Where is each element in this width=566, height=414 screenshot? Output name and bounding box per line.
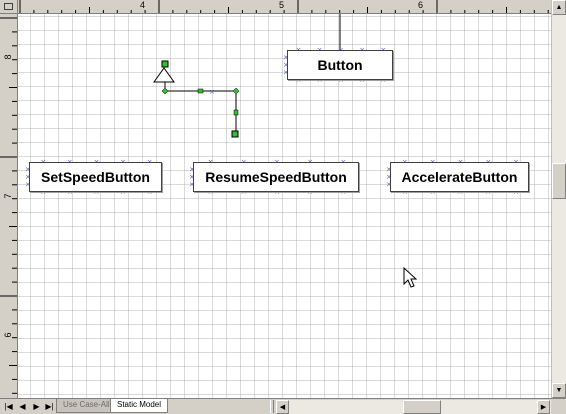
ruler-label-4: 4: [140, 0, 146, 10]
connection-point-icon: ×: [94, 188, 100, 196]
connection-point-icon: ×: [386, 166, 392, 174]
connection-point-icon: ×: [209, 88, 215, 96]
last-page-icon[interactable]: ▶|: [45, 402, 54, 411]
first-page-icon[interactable]: |◀: [4, 402, 13, 411]
connection-point-icon: ×: [307, 188, 313, 196]
vertex-handle[interactable]: [161, 87, 169, 95]
midpoint-handle[interactable]: [197, 88, 204, 94]
horizontal-ruler-ticks: [19, 0, 549, 13]
connection-point-icon: ×: [189, 181, 195, 189]
scroll-left-button[interactable]: ◀: [276, 400, 289, 414]
next-page-icon[interactable]: ▶: [33, 402, 40, 411]
class-name: Button: [317, 57, 363, 73]
class-set-speed-button[interactable]: SetSpeedButton: [29, 162, 162, 192]
connection-point-icon: ×: [513, 188, 519, 196]
connection-point-icon: ×: [25, 181, 31, 189]
tab-use-case-all[interactable]: Use Case-All: [56, 399, 117, 413]
class-name: SetSpeedButton: [41, 169, 150, 185]
arrow-down-icon: ▼: [555, 387, 563, 394]
ruler-label-8: 8: [3, 54, 13, 60]
connection-point-icon: ×: [274, 188, 280, 196]
vertical-ruler-ticks: [0, 17, 17, 394]
vertical-scroll-thumb[interactable]: [552, 163, 566, 199]
connector-start-handle[interactable]: [231, 130, 239, 138]
connection-point-icon: ×: [386, 181, 392, 189]
tab-label: Use Case-All: [63, 400, 110, 409]
vertical-scrollbar[interactable]: ▲ ▼: [551, 0, 566, 398]
connection-point-icon: ×: [189, 173, 195, 181]
midpoint-handle[interactable]: [233, 109, 239, 116]
ruler-label-6: 6: [418, 0, 424, 10]
tab-label: Static Model: [117, 400, 162, 409]
arrow-up-icon: ▲: [555, 4, 563, 11]
connection-point-icon: ×: [296, 76, 302, 84]
connection-point-icon: ×: [147, 188, 153, 196]
connection-point-icon: ×: [317, 76, 323, 84]
scroll-right-button[interactable]: ▶: [537, 400, 550, 414]
ruler-label-5: 5: [279, 0, 285, 10]
connection-point-icon: ×: [25, 173, 31, 181]
connection-point-icon: ×: [120, 188, 126, 196]
horizontal-scrollbar[interactable]: ◀ ▶: [276, 400, 551, 414]
connection-point-icon: ×: [340, 188, 346, 196]
scroll-down-button[interactable]: ▼: [552, 383, 566, 398]
class-resume-speed-button[interactable]: ResumeSpeedButton: [193, 162, 359, 192]
connection-point-icon: ×: [40, 188, 46, 196]
bottom-bar: |◀ ◀ ▶ ▶| Use Case-All Static Model ◀ ▶: [0, 398, 566, 414]
tab-scroll-splitter[interactable]: [270, 400, 274, 413]
drawing-canvas[interactable]: × ××××××××××××××××××××××××××××××××××××××…: [18, 14, 551, 398]
connection-point-icon: ×: [25, 166, 31, 174]
connection-point-icon: ×: [208, 188, 214, 196]
arrow-left-icon: ◀: [279, 403, 286, 411]
connection-point-icon: ×: [386, 173, 392, 181]
class-accelerate-button[interactable]: AccelerateButton: [390, 162, 529, 192]
connection-point-icon: ×: [458, 188, 464, 196]
scroll-up-button[interactable]: ▲: [552, 0, 566, 15]
connector-end-handle[interactable]: [161, 60, 169, 68]
connection-point-icon: ×: [402, 188, 408, 196]
connection-point-icon: ×: [380, 76, 386, 84]
connection-point-icon: ×: [241, 188, 247, 196]
vertex-handle[interactable]: [232, 87, 240, 95]
inheritance-arrow-icon[interactable]: [153, 67, 175, 83]
connection-point-icon: ×: [485, 188, 491, 196]
inheritance-connector[interactable]: ×: [153, 60, 240, 138]
ruler-label-7: 7: [3, 193, 13, 199]
connection-point-icon: ×: [430, 188, 436, 196]
connection-point-icon: ×: [283, 69, 289, 77]
tab-static-model[interactable]: Static Model: [110, 399, 169, 413]
horizontal-ruler: 4 5 6: [18, 0, 551, 14]
vertical-ruler: 8 7 6: [0, 14, 18, 398]
connection-point-icon: ×: [283, 61, 289, 69]
connection-point-icon: ×: [189, 166, 195, 174]
canvas-shapes: × ××××××××××××××××××××××××××××××××××××××…: [25, 14, 531, 196]
horizontal-scroll-thumb[interactable]: [403, 400, 441, 414]
ruler-label-6-vertical: 6: [3, 332, 13, 338]
ruler-corner[interactable]: [0, 0, 18, 14]
arrow-right-icon: ▶: [540, 403, 547, 411]
class-name: AccelerateButton: [401, 169, 518, 185]
class-button[interactable]: Button: [287, 50, 393, 80]
class-name: ResumeSpeedButton: [205, 169, 347, 185]
previous-page-icon[interactable]: ◀: [19, 402, 26, 411]
connection-point-icon: ×: [67, 188, 73, 196]
connection-point-icon: ×: [283, 54, 289, 62]
mouse-pointer-icon: [403, 267, 417, 288]
connection-point-icon: ×: [359, 76, 365, 84]
connection-point-icon: ×: [338, 76, 344, 84]
